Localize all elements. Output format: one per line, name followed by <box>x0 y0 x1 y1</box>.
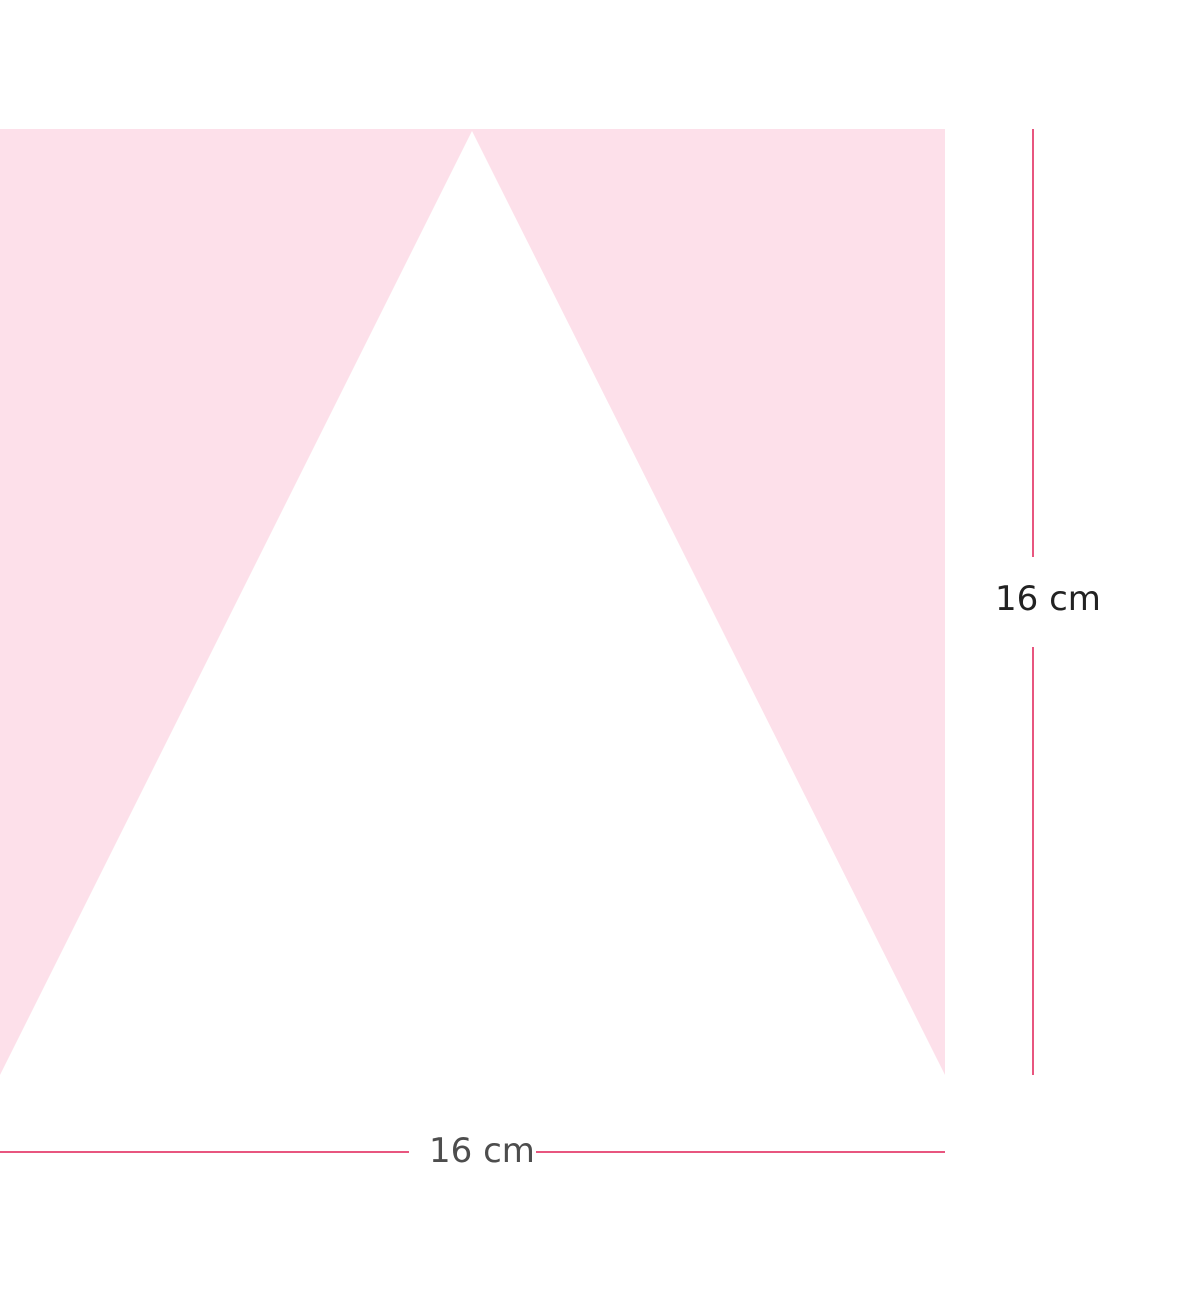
width-dimension-label: 16 cm <box>429 1131 535 1171</box>
height-dimension-label: 16 cm <box>995 579 1101 619</box>
white-triangle <box>0 131 945 1075</box>
